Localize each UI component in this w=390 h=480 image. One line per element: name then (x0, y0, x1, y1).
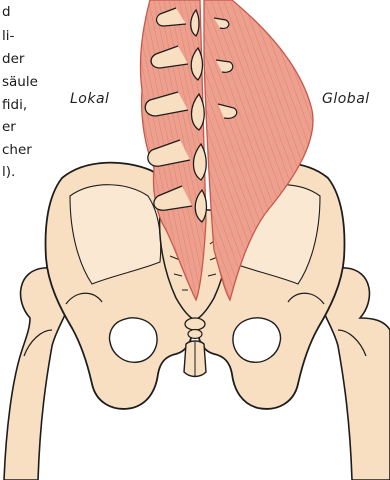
caption-fragment: fidi, (2, 99, 27, 113)
caption-fragment: l). (2, 166, 15, 180)
coccyx (185, 318, 205, 339)
caption-fragment: d (2, 6, 11, 20)
label-global: Global (322, 92, 370, 106)
label-local: Lokal (70, 92, 109, 106)
pubic-symphysis (184, 341, 206, 377)
caption-fragment: säule (2, 76, 38, 90)
caption-fragment: cher (2, 144, 32, 158)
caption-fragment: li- (2, 30, 14, 44)
caption-fragment: er (2, 121, 16, 135)
caption-fragment: der (2, 53, 24, 67)
